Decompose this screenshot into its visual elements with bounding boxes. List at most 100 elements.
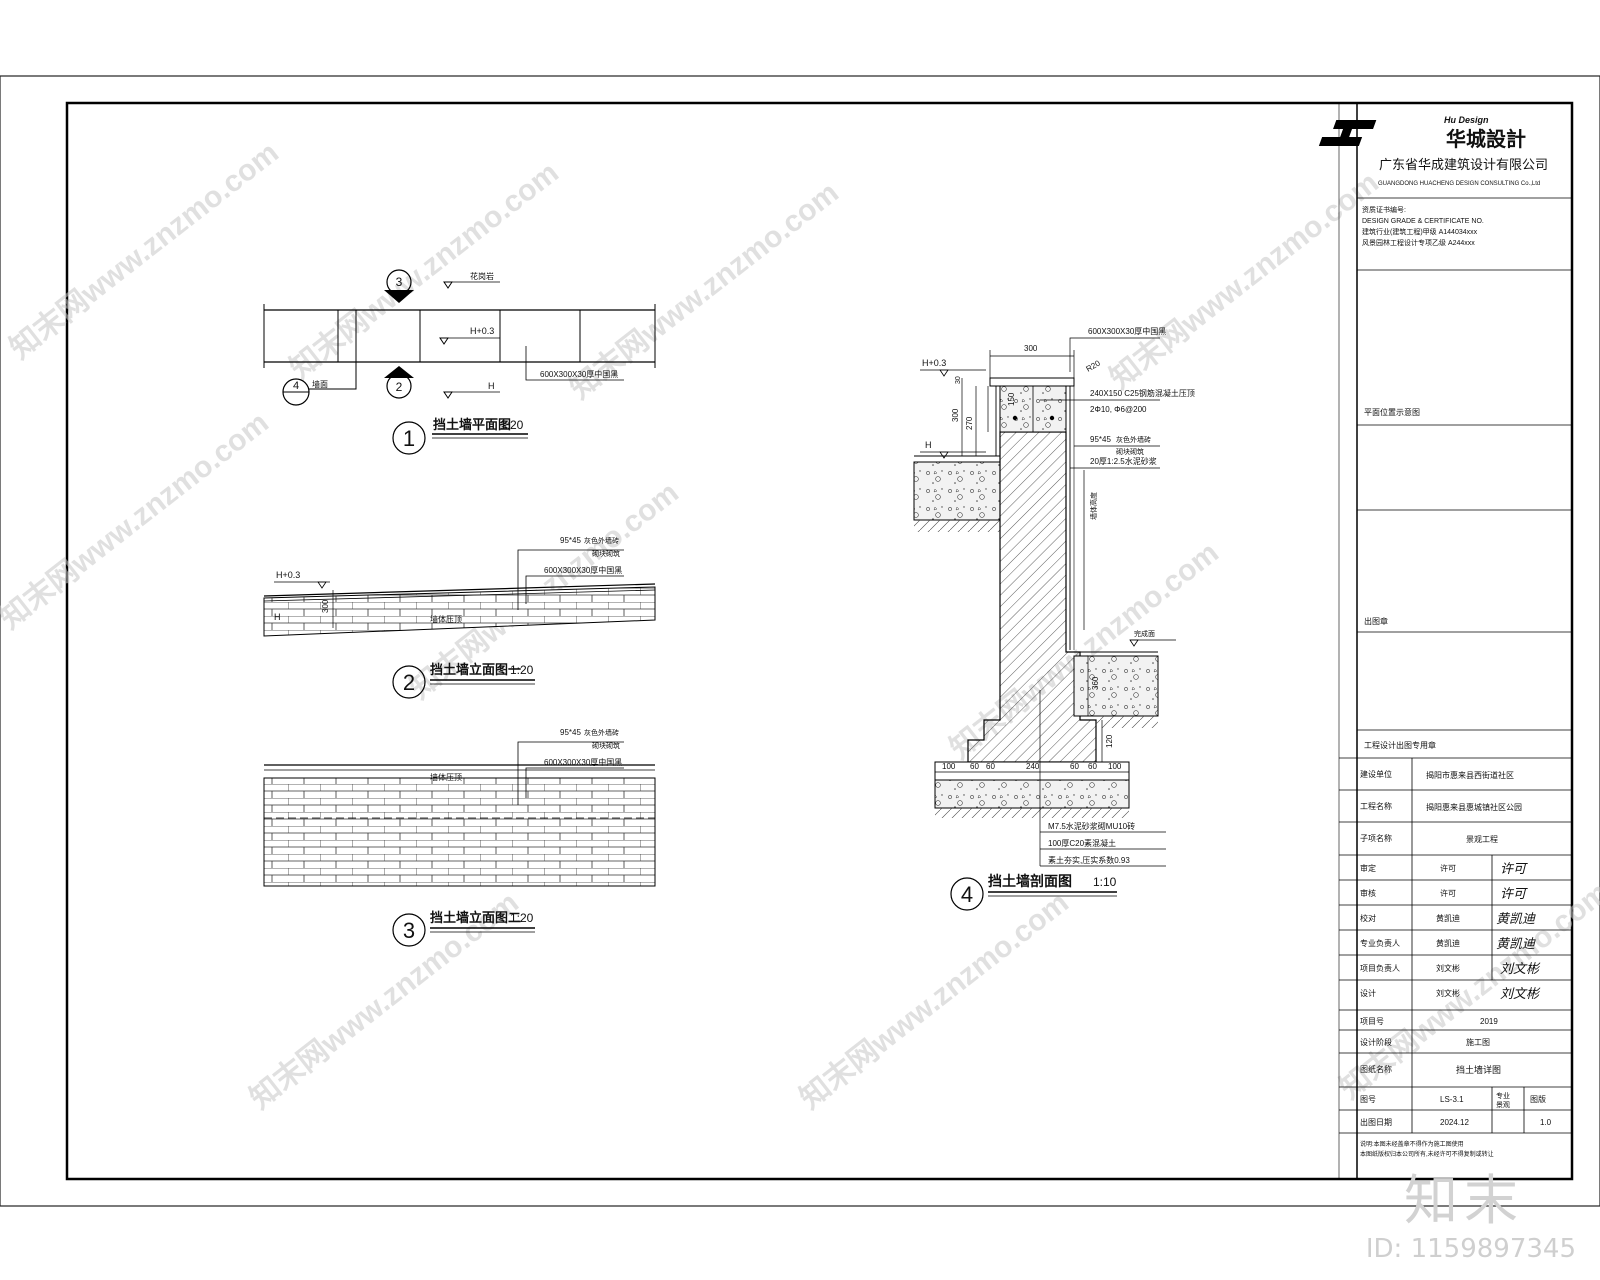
staff-role: 专业负责人 [1360, 938, 1400, 948]
plan-view-drawing: 3 2 4 墙面 花岗岩 H+0.3 H 600X300X30厚中国黑 1 挡土… [263, 269, 656, 455]
staff-role: 设计 [1360, 988, 1376, 998]
footer-logo: 知末 [1404, 1169, 1524, 1232]
stage-value: 施工图 [1466, 1037, 1490, 1047]
watermark-text: 知末网www.znzmo.com [284, 156, 565, 386]
elev2-note-2: 600X300X30厚中国黑 [544, 757, 622, 767]
drawing-frame [65, 101, 1574, 1181]
cert-line-4: 风景园林工程设计专项乙级 A244xxx [1362, 238, 1475, 247]
staff-role: 项目负责人 [1360, 963, 1400, 973]
drawing-name-label: 图纸名称 [1360, 1064, 1392, 1074]
sec-found-3: 素土夯实,压实系数0.93 [1048, 855, 1130, 865]
drawing-no-label: 图号 [1360, 1095, 1376, 1104]
logo-english: Hu Design [1444, 115, 1489, 125]
watermark-text: 知末网www.znzmo.com [4, 136, 285, 366]
section-ref-3: 3 [396, 275, 403, 289]
cert-line-3: 建筑行业(建筑工程)甲级 A144034xxx [1362, 227, 1478, 236]
row-client-label: 建设单位 [1360, 769, 1392, 779]
drawing-title-2: 挡土墙立面图一 [430, 662, 521, 677]
watermark-text: 知末网www.znzmo.com [1104, 166, 1385, 396]
major-label: 专业 [1496, 1091, 1510, 1100]
stage-label: 设计阶段 [1360, 1037, 1392, 1047]
elev2-note-1a: 95*45 [560, 728, 581, 737]
drawing-number-1: 1 [403, 426, 415, 451]
staff-signature: 黄凯迪 [1496, 911, 1536, 926]
drawing-number-3: 3 [403, 918, 415, 943]
title-block: Hu Design 华城設計 广东省华成建筑设计有限公司 GUANGDONG H… [1318, 103, 1572, 1179]
staff-signature: 许可 [1500, 861, 1528, 876]
row-subitem-value: 景观工程 [1466, 835, 1498, 844]
staff-role: 校对 [1360, 913, 1376, 923]
staff-signature: 黄凯迪 [1496, 936, 1536, 951]
section-ref-2: 2 [396, 380, 403, 394]
sec-brick-1: 95*45 [1090, 435, 1111, 444]
drawing-scale-1: 1:20 [500, 418, 524, 432]
sec-dim-300-top: 300 [1024, 344, 1038, 353]
staff-name: 许可 [1440, 888, 1456, 898]
elev1-level-h03: H+0.3 [276, 570, 300, 580]
sec-dim-270: 270 [965, 416, 974, 430]
sec-beam-1: 240X150 C25钢筋混凝土压顶 [1090, 388, 1195, 398]
drawing-name-value: 挡土墙详图 [1456, 1064, 1501, 1075]
staff-name: 刘文彬 [1436, 963, 1460, 973]
drawing-number-2: 2 [403, 670, 415, 695]
sec-radius: R20 [1085, 358, 1103, 373]
plan-level-h: H [488, 381, 495, 391]
elev1-note-1a: 95*45 [560, 536, 581, 545]
elev2-mid-label: 墙体压顶 [430, 772, 462, 782]
cert-line-2: DESIGN GRADE & CERTIFICATE NO. [1362, 218, 1484, 225]
paper-border [0, 75, 1600, 1207]
drawing-scale-4: 1:10 [1093, 875, 1117, 889]
company-logo [1318, 120, 1377, 146]
staff-name: 刘文彬 [1436, 988, 1460, 998]
sec-dim-360: 360 [1091, 676, 1100, 690]
major-value: 景观 [1496, 1101, 1510, 1109]
sec-bdim-60b: 60 [986, 762, 995, 771]
elev1-level-h: H [274, 612, 281, 622]
sec-bdim-100a: 100 [942, 762, 956, 771]
sec-side-label: 墙体高度 [1089, 492, 1098, 520]
section-view-drawing: 300 600X300X30厚中国黑 R20 H+0.3 H 300 270 1… [913, 326, 1195, 911]
plan-position-label: 平面位置示意图 [1364, 407, 1420, 417]
sec-bdim-240: 240 [1026, 762, 1040, 771]
sec-bdim-100b: 100 [1108, 762, 1122, 771]
staff-signature: 刘文彬 [1500, 986, 1541, 1001]
note-line-2: 本图纸版权归本公司所有,未经许可不得复制或转让 [1360, 1150, 1494, 1158]
reg-stamp-label: 工程设计出图专用章 [1364, 740, 1436, 750]
staff-table: 审定 许可 许可 审核 许可 许可 校对 黄凯迪 黄凯迪 专业负责人 黄凯迪 黄… [1360, 861, 1541, 1001]
proj-no-label: 项目号 [1360, 1017, 1384, 1026]
drawing-title-4: 挡土墙剖面图 [988, 873, 1072, 889]
drawing-title-1: 挡土墙平面图 [433, 417, 511, 432]
sec-beam-2: 2Φ10, Φ6@200 [1090, 405, 1147, 414]
date-value: 2024.12 [1440, 1118, 1469, 1127]
row-project-label: 工程名称 [1360, 801, 1392, 811]
sec-level-h03: H+0.3 [922, 358, 946, 368]
watermark-text: 知末网www.znzmo.com [794, 886, 1075, 1116]
watermark-text: 知末网www.znzmo.com [0, 406, 275, 636]
sec-brick-2: 砌块砌筑 [1116, 447, 1144, 456]
plan-flag-label: 墙面 [312, 379, 328, 389]
elev1-note-1b: 灰色外墙砖 [584, 536, 619, 545]
proj-no-value: 2019 [1480, 1017, 1498, 1026]
drawing-no-value: LS-3.1 [1440, 1095, 1464, 1104]
sec-mortar: 20厚1:2.5水泥砂浆 [1090, 456, 1157, 466]
row-subitem-label: 子项名称 [1360, 833, 1392, 843]
sec-bdim-60a: 60 [970, 762, 979, 771]
company-name-cn: 广东省华成建筑设计有限公司 [1379, 157, 1548, 172]
company-name-en: GUANGDONG HUACHENG DESIGN CONSULTING Co.… [1378, 181, 1540, 187]
elev1-note-1c: 砌块砌筑 [592, 549, 620, 558]
plan-material-note: 600X300X30厚中国黑 [540, 369, 618, 379]
row-client-value: 揭阳市惠来县西街道社区 [1426, 770, 1514, 780]
staff-name: 许可 [1440, 863, 1456, 873]
stamp-label: 出图章 [1364, 616, 1388, 626]
plan-level-top: 花岗岩 [470, 271, 494, 281]
sec-dim-30: 30 [955, 376, 962, 384]
staff-signature: 刘文彬 [1500, 961, 1541, 976]
elev1-mid-label: 墙体压顶 [430, 614, 462, 624]
elev1-dim: 300 [321, 599, 330, 613]
elev2-note-1c: 砌块砌筑 [592, 741, 620, 750]
version-value: 1.0 [1540, 1118, 1552, 1127]
sec-found-1: M7.5水泥砂浆砌MU10砖 [1048, 821, 1135, 831]
staff-role: 审核 [1360, 888, 1376, 898]
sec-dim-300: 300 [951, 408, 960, 422]
